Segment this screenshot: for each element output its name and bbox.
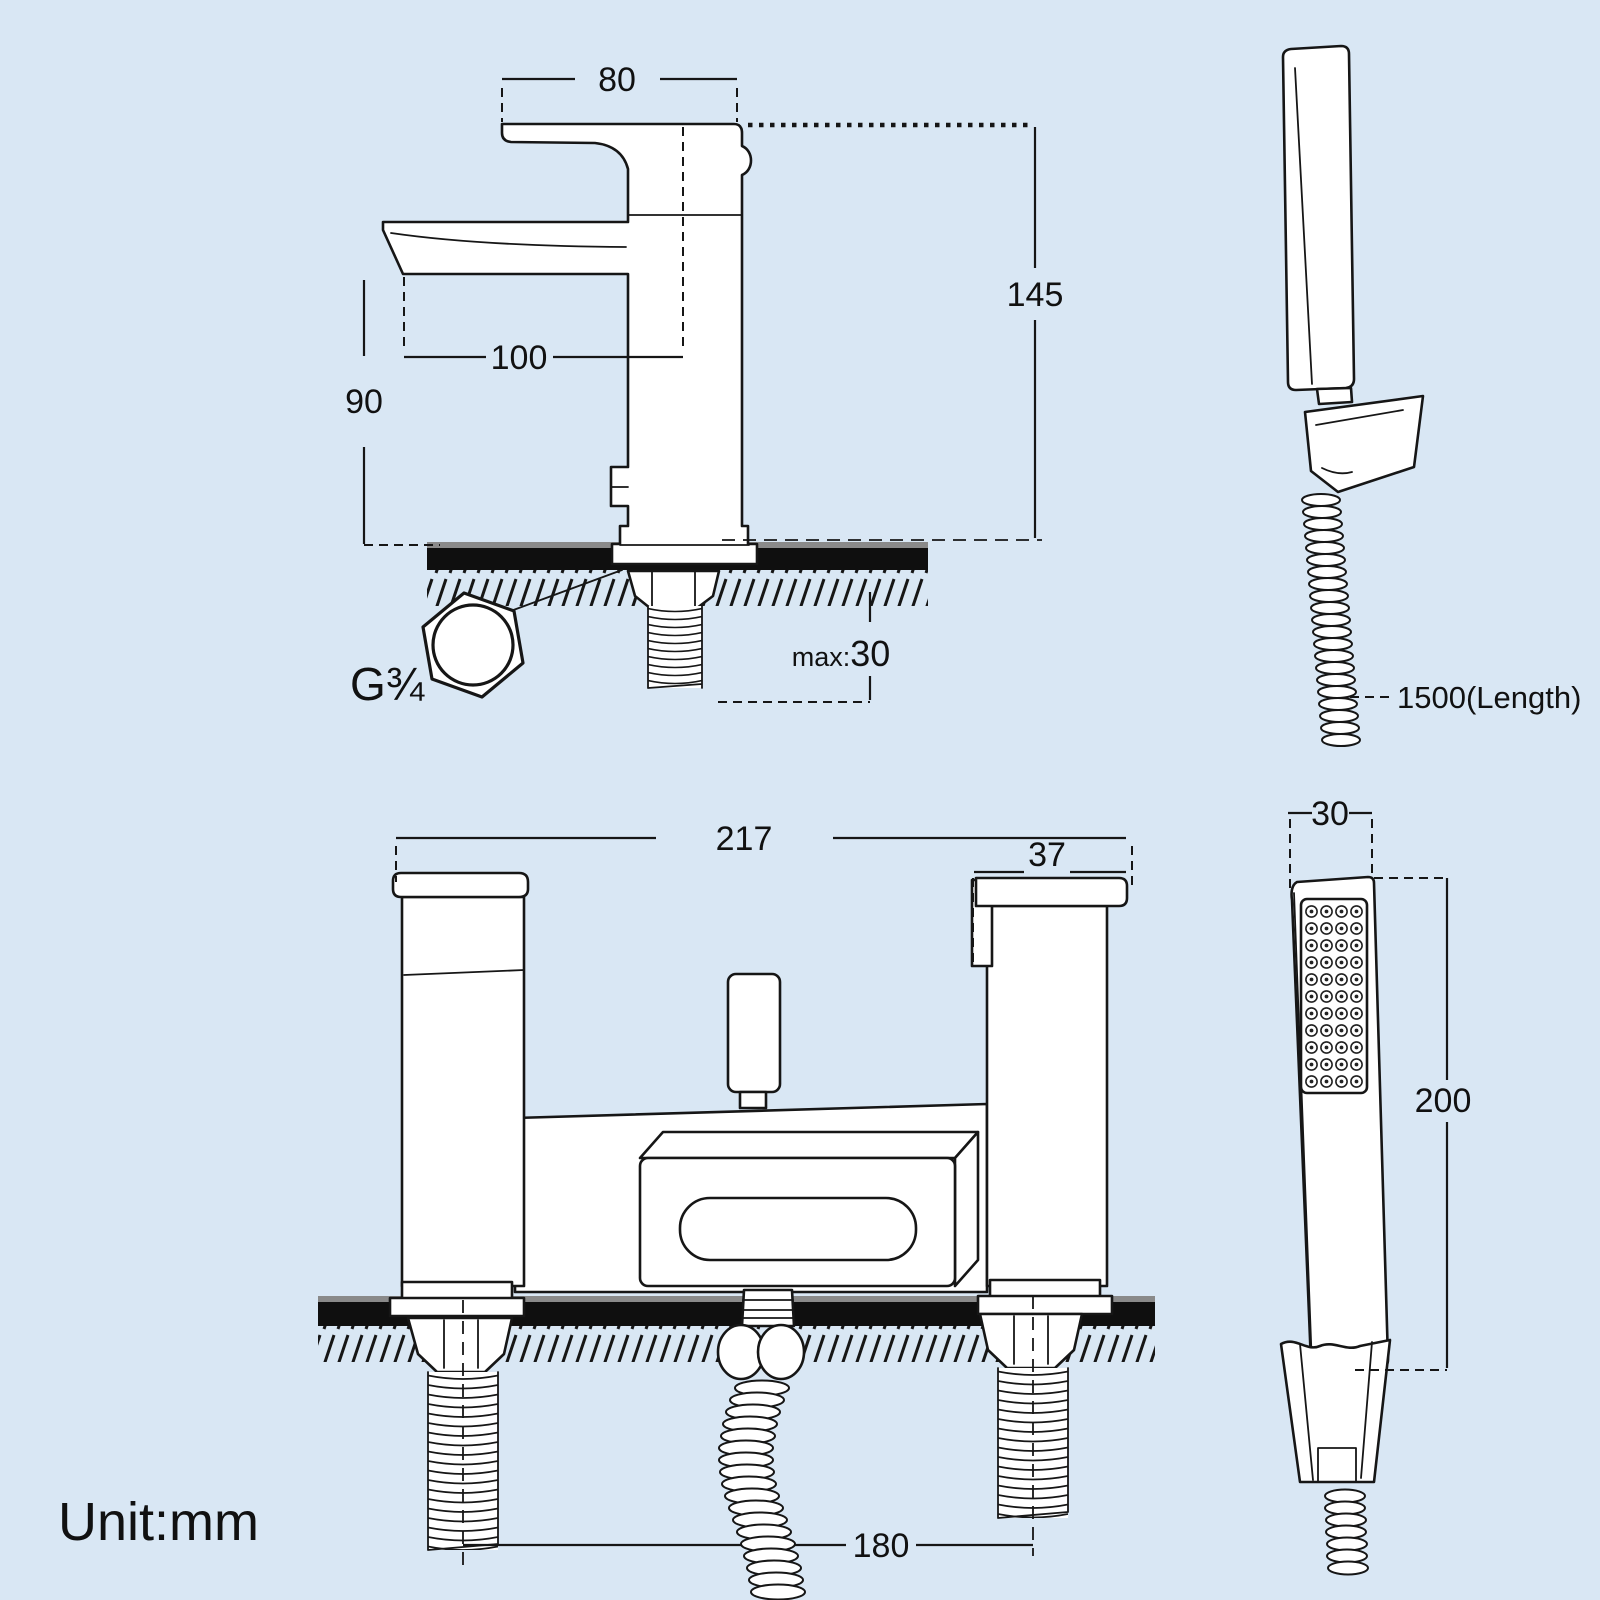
bath-shower-mixer-front-view: 180 217 37 xyxy=(318,820,1155,1600)
left-threaded-tail xyxy=(427,1371,499,1551)
waterfall-spout-slot xyxy=(678,1196,918,1262)
spray-face xyxy=(1299,897,1369,1095)
unit-label: Unit:mm xyxy=(58,1492,259,1552)
shower-wand-neck xyxy=(1315,386,1354,406)
dimension-145: 145 xyxy=(722,122,1064,541)
hose-connector xyxy=(716,1288,806,1381)
thread-size-label: G¾ xyxy=(350,658,425,710)
dimension-max30: max:30 xyxy=(718,592,891,703)
dim-30-label: 30 xyxy=(1311,795,1349,833)
dimension-37: 37 xyxy=(972,836,1126,962)
thread-hole-icon xyxy=(431,603,515,687)
bath-spout-block xyxy=(638,1130,980,1288)
shower-hose-front xyxy=(1324,1488,1369,1576)
thread-size-callout: G¾ xyxy=(350,569,623,710)
right-valve-handle xyxy=(974,876,1129,908)
shower-holder-bracket-side xyxy=(1303,394,1425,494)
bath-shower-hose xyxy=(718,1379,806,1600)
dim-145-label: 145 xyxy=(1007,276,1064,314)
dim-180-label: 180 xyxy=(853,1527,910,1565)
hose-length-callout: 1500(Length) xyxy=(1350,680,1581,715)
dim-217-label: 217 xyxy=(716,820,773,858)
dimension-200: 200 xyxy=(1355,877,1472,1371)
hose-length-label: 1500(Length) xyxy=(1397,680,1581,715)
dim-max30-label: max:30 xyxy=(792,633,891,674)
basin-tap-body xyxy=(381,122,759,566)
left-valve-handle xyxy=(391,871,530,899)
diverter-knob xyxy=(726,972,782,1094)
basin-fixing-nut xyxy=(626,569,721,610)
dim-200-label: 200 xyxy=(1415,1082,1472,1120)
dim-37-label: 37 xyxy=(1028,836,1066,874)
dimension-30: 30 xyxy=(1288,795,1373,893)
dimension-80: 80 xyxy=(501,61,738,122)
basin-tap-detail-lines xyxy=(390,214,750,546)
shower-holder-bracket-front xyxy=(1279,1338,1392,1484)
shower-wand-side xyxy=(1281,44,1356,392)
basin-mixer-side-view: G¾ 80 100 90 145 xyxy=(345,61,1063,710)
hand-shower-front-view: 30 200 xyxy=(1279,795,1472,1576)
hand-shower-side-view: 1500(Length) xyxy=(1281,44,1581,747)
dimension-217: 217 xyxy=(395,820,1133,890)
dim-90-label: 90 xyxy=(345,383,383,421)
dim-100-label: 100 xyxy=(491,339,548,377)
tail-centerlines xyxy=(462,1296,1034,1570)
shower-hose-side xyxy=(1301,493,1361,747)
right-valve-pillar xyxy=(970,876,1129,1288)
basin-threaded-tail xyxy=(647,605,703,689)
dimension-100: 100 xyxy=(403,127,684,377)
left-valve-pillar xyxy=(391,871,530,1288)
dim-80-label: 80 xyxy=(598,61,636,99)
pillar-base-flanges xyxy=(388,1278,1114,1318)
spray-nozzles xyxy=(1304,902,1364,1090)
dimension-90: 90 xyxy=(345,280,440,546)
